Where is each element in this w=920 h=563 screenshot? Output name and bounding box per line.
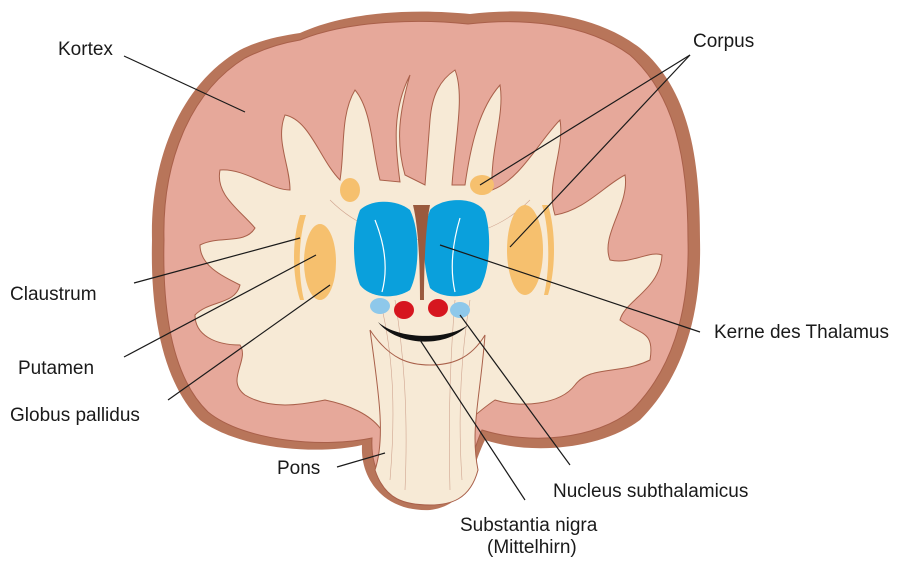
thalamus-left [354,202,418,297]
label-nucleus-subthalamicus: Nucleus subthalamicus [553,481,748,502]
red-nucleus-right [428,299,448,317]
putamen-right [507,205,543,295]
label-pons: Pons [277,458,320,479]
label-corpus: Corpus [693,31,754,52]
label-kerne-thalamus: Kerne des Thalamus [714,322,889,343]
label-kortex: Kortex [58,39,113,60]
label-putamen: Putamen [18,358,94,379]
label-claustrum: Claustrum [10,284,97,305]
putamen-left [304,224,336,300]
nucleus-subthalamicus-left [370,298,390,314]
label-substantia-nigra: Substantia nigra [460,515,598,536]
caudate-left [340,178,360,202]
red-nucleus-left [394,301,414,319]
label-mittelhirn: (Mittelhirn) [487,537,577,558]
thalamus-right [424,200,489,296]
label-globus-pallidus: Globus pallidus [10,405,140,426]
